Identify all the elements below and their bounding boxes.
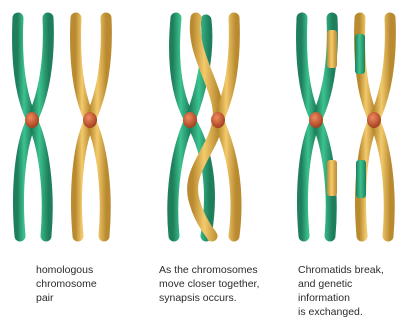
green-segment-on-gold xyxy=(355,34,365,74)
panel-crossing-over xyxy=(302,18,391,236)
centromere xyxy=(309,112,323,128)
gold-segment-on-green xyxy=(327,160,337,196)
panel-synapsis xyxy=(173,18,236,236)
centromere xyxy=(211,112,225,128)
centromere xyxy=(25,112,39,128)
panel-homologous-pair xyxy=(18,18,107,236)
meiosis-crossing-over-diagram xyxy=(0,0,401,250)
gold-segment-on-green xyxy=(327,30,337,68)
centromere xyxy=(367,112,381,128)
centromere xyxy=(183,112,197,128)
caption-synapsis: As the chromosomes move closer together,… xyxy=(159,263,269,305)
exchanged-segments xyxy=(327,30,366,198)
caption-crossing-over: Chromatids break, and genetic informatio… xyxy=(298,263,401,319)
caption-homologous-pair: homologous chromosome pair xyxy=(36,263,116,305)
centromere xyxy=(83,112,97,128)
green-segment-on-gold xyxy=(356,160,366,198)
